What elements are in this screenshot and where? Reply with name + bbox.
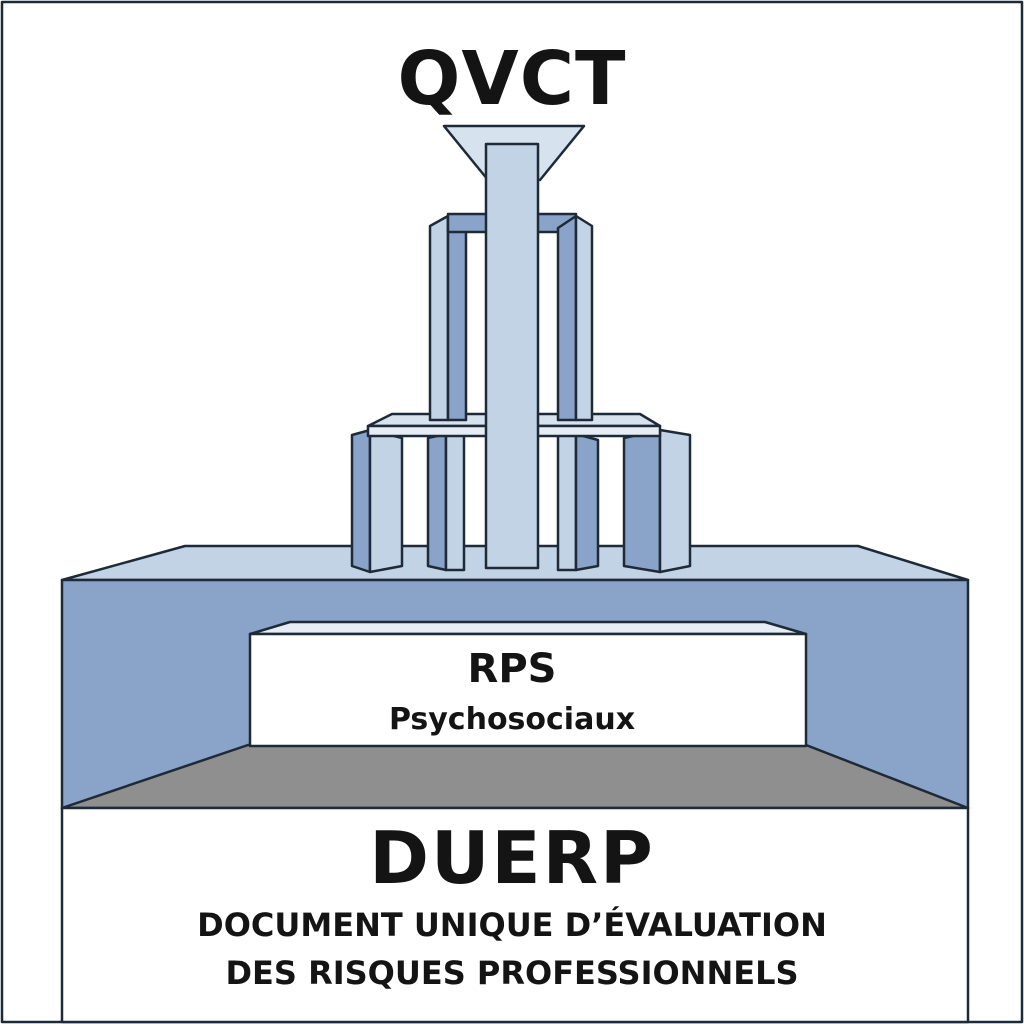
duerp-title: DUERP xyxy=(369,816,655,900)
duerp-description-line-2: DES RISQUES PROFESSIONNELS xyxy=(225,954,799,992)
rps-block-front xyxy=(248,632,808,748)
duerp-description-line-1: DOCUMENT UNIQUE D’ÉVALUATION xyxy=(197,906,827,944)
duerp-base-block xyxy=(60,806,970,1024)
lower-pillar-1-side xyxy=(350,428,372,574)
qvct-title: QVCT xyxy=(397,36,627,122)
lower-pillar-4-front xyxy=(556,432,578,572)
lower-pillar-2-front xyxy=(444,432,466,572)
upper-pillar-right-side xyxy=(574,214,594,422)
central-pillar xyxy=(484,142,540,570)
lower-pillar-4-side xyxy=(574,432,600,572)
upper-pillar-left-front xyxy=(446,214,468,422)
upper-pillar-left-side xyxy=(428,214,450,422)
rps-block-top xyxy=(248,620,808,636)
rps-subtitle: Psychosociaux xyxy=(388,702,636,737)
upper-pillar-right-front xyxy=(556,214,578,422)
lower-pillar-5-side xyxy=(658,428,692,574)
lower-pillar-5-front xyxy=(622,428,662,574)
lower-pillar-1-front xyxy=(368,428,404,574)
lower-pillar-2-side xyxy=(426,432,448,572)
rps-title: RPS xyxy=(467,646,557,692)
